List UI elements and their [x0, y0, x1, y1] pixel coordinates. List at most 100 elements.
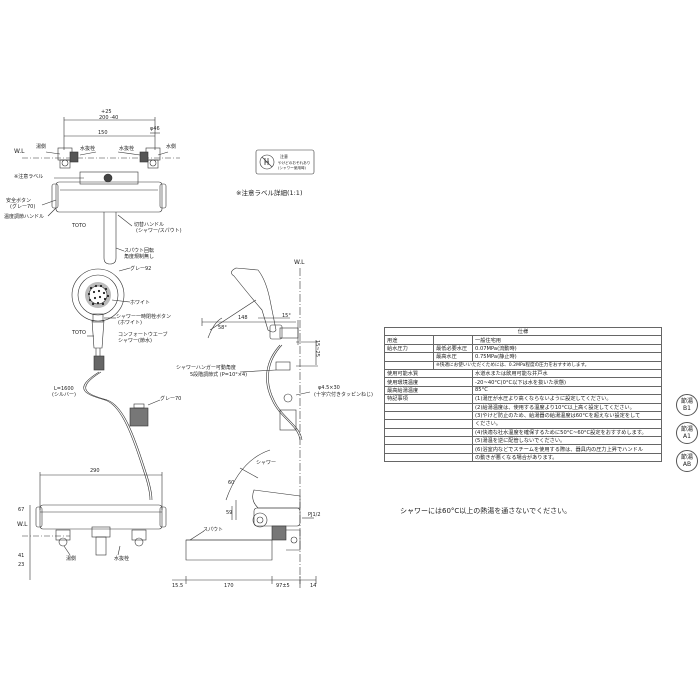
- label-l1600: L=1600: [54, 386, 74, 392]
- caution-line1: やけどのおそれあり: [278, 161, 311, 165]
- label-spout: スパウト: [203, 527, 224, 533]
- shower-head-front: [71, 267, 131, 360]
- spec-cell: [384, 452, 473, 463]
- spec-cell: 水道水または飲用可能な井戸水: [472, 368, 662, 379]
- spec-cell: 0.75MPa(静止時): [472, 352, 662, 362]
- dim-59: 59: [226, 510, 233, 516]
- dim-14: 14: [310, 583, 317, 589]
- label-grey70-a: (グレー70): [10, 204, 36, 210]
- label-white: ホワイト: [130, 300, 151, 306]
- dim-41: 41: [18, 553, 25, 559]
- faucet-bottom-view: [22, 472, 167, 580]
- badge-text: 節湯: [680, 426, 693, 433]
- label-comfort-sub: シャワー(節水): [118, 338, 152, 344]
- badge-text: A1: [683, 433, 691, 440]
- spec-cell: 最高給湯温度: [384, 385, 473, 396]
- faucet-front-view: [22, 117, 180, 265]
- label-comfort: コンフォートウエーブ: [118, 332, 168, 338]
- spec-cell: (5)湯温を逆に配管しないでください。: [472, 436, 662, 446]
- spec-row: ※快適にお使いいただくためには、0.2MPa程度の圧力をおすすめします。: [384, 360, 662, 370]
- dim-25: +25: [101, 109, 112, 115]
- spec-cell: 一般住宅用: [472, 335, 662, 345]
- spec-row: 特記事項(1)湯圧が水圧より高くならないように設定してください。: [384, 394, 662, 404]
- dim-15deg: 15°: [282, 313, 291, 319]
- spec-cell: 使用可能水質: [384, 368, 473, 379]
- dim-150: 150: [98, 130, 108, 136]
- label-grey70-b: グレー70: [160, 396, 182, 402]
- wl-right: W.L: [294, 259, 305, 266]
- label-hanger-2: 5段階調節式 (P=10°×4): [190, 372, 248, 378]
- badge-text: 節湯: [680, 454, 693, 461]
- dim-46: φ46: [150, 126, 160, 132]
- spec-cell: (1)湯圧が水圧より高くならないように設定してください。: [472, 394, 662, 404]
- spec-cell: [433, 335, 473, 345]
- label-toto-b: TOTO: [72, 330, 86, 336]
- label-chui: ※注意ラベル: [14, 174, 44, 180]
- spec-cell: (4)快適な社水温度を確保するために50°C~60°C設定をおすすめします。: [472, 427, 662, 438]
- spec-cell: (3)やけど防止のため、給湯器の給湯温度は60°Cを超えない設定をして: [472, 410, 662, 421]
- shower-note: シャワーには60°C以上の熱湯を通さないでください。: [400, 507, 572, 515]
- spec-row: (4)快適な社水温度を確保するために50°C~60°C設定をおすすめします。: [384, 427, 662, 438]
- label-mizu-right: 水抜栓: [119, 146, 135, 152]
- dim-15-25: 15~25: [314, 340, 320, 357]
- label-mizu-left: 水抜栓: [80, 146, 96, 152]
- spec-cell: [384, 360, 434, 370]
- dim-290: 290: [90, 468, 100, 474]
- wl-bottom: W.L: [17, 521, 28, 528]
- spec-cell: [384, 352, 434, 362]
- spec-cell: -20~40°C(0°C以下は水を抜いた状態): [472, 377, 662, 387]
- label-silver: (シルバー): [52, 392, 76, 398]
- badge-text: AB: [682, 461, 692, 468]
- spec-row: 用途一般住宅用: [384, 335, 662, 345]
- label-toto-a: TOTO: [72, 223, 86, 229]
- spec-cell: 85°C: [472, 385, 662, 396]
- spec-row: (3)やけど防止のため、給湯器の給湯温度は60°Cを超えない設定をして: [384, 410, 662, 421]
- dim-170: 170: [224, 583, 234, 589]
- label-mizu-bottom: 水抜栓: [114, 556, 130, 562]
- spec-row: 使用環境温度-20~40°C(0°C以下は水を抜いた状態): [384, 377, 662, 387]
- spec-row: (2)給湯温度は、使用する温度より10°C以上高く設定してください。: [384, 402, 662, 412]
- dim-67: 67: [18, 507, 25, 513]
- label-spout-kaiten: スパウト回転: [124, 248, 155, 254]
- spec-row: (5)湯温を逆に配管しないでください。: [384, 436, 662, 446]
- caution-label-box: [255, 149, 315, 175]
- badge-text: B1: [683, 405, 691, 412]
- faucet-side-view: [172, 267, 318, 590]
- spec-cell: (2)給湯温度は、使用する温度より10°C以上高く設定してください。: [472, 402, 662, 412]
- dim-155: 15.5: [172, 583, 184, 589]
- spec-header: 仕様: [384, 326, 662, 337]
- wl-left: W.L: [14, 148, 25, 155]
- dim-97: 97±5: [276, 583, 290, 589]
- label-yukyo-bottom: 湯側: [66, 556, 77, 562]
- dim-148: 148: [238, 315, 248, 321]
- spec-cell: [384, 444, 473, 454]
- spec-cell: [384, 436, 473, 446]
- spec-row: (6)浴室内などでスチームを使用する際は、器具内の圧力上昇でハンドル: [384, 444, 662, 454]
- label-detail: ※注意ラベル詳細(1:1): [236, 189, 303, 197]
- spec-cell: [384, 402, 473, 412]
- spec-row: の動きが悪くなる場合があります。: [384, 452, 662, 463]
- label-grey92: グレー92: [130, 266, 152, 272]
- dim-60: 60: [228, 480, 235, 486]
- dim-200-40: 200 -40: [99, 115, 119, 121]
- label-hanger-1: シャワーハンガー可動角度: [176, 365, 236, 371]
- spec-cell: 0.07MPa(流動時): [472, 343, 662, 354]
- dim-23: 23: [18, 562, 25, 568]
- spec-cell: 使用環境温度: [384, 377, 473, 387]
- spec-cell: (6)浴室内などでスチームを使用する際は、器具内の圧力上昇でハンドル: [472, 444, 662, 454]
- label-suikyo: 水側: [166, 144, 177, 150]
- label-anzen: 安全ボタン: [6, 198, 32, 204]
- label-shower: シャワー: [256, 460, 277, 466]
- label-screw-2: (十字穴付きタッピンねじ): [314, 392, 373, 398]
- label-kakudo: 角度規制無し: [124, 254, 155, 260]
- label-screw-1: φ4.5×30: [318, 385, 340, 391]
- spec-row: ください。: [384, 419, 662, 429]
- spec-cell: 給水圧力: [384, 343, 434, 354]
- caution-line2: (シャワー使用時): [278, 166, 306, 170]
- label-kirikae: 切替ハンドル: [134, 222, 165, 228]
- spec-cell: ※快適にお使いいただくためには、0.2MPa程度の圧力をおすすめします。: [433, 360, 662, 370]
